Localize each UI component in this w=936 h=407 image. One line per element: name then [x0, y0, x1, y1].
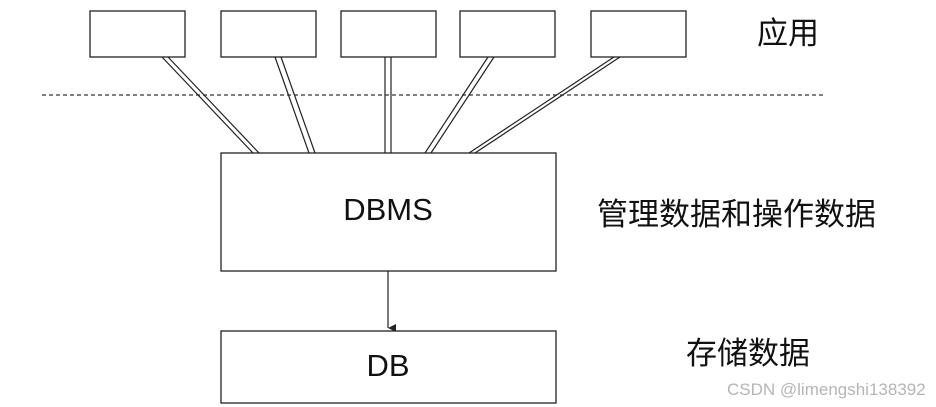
connector-app-5: [468, 56, 621, 154]
db-box: [220, 330, 557, 404]
connector-app-1: [161, 56, 260, 154]
app-box-5: [590, 10, 687, 58]
connector-app-3: [384, 57, 392, 153]
dbms-label: DBMS: [343, 192, 433, 227]
app-box-3: [340, 10, 437, 58]
application-layer-label: 应用: [757, 16, 819, 52]
storage-layer-label: 存储数据: [686, 336, 810, 372]
db-label: DB: [366, 348, 409, 383]
connector-app-2: [274, 56, 316, 154]
watermark-text: CSDN @limengshi138392: [727, 380, 926, 399]
management-layer-label: 管理数据和操作数据: [597, 197, 876, 233]
dbms-box: [220, 152, 557, 272]
connector-app-4: [424, 56, 495, 154]
app-box-1: [89, 10, 186, 58]
app-box-2: [220, 10, 317, 58]
app-box-4: [459, 10, 556, 58]
